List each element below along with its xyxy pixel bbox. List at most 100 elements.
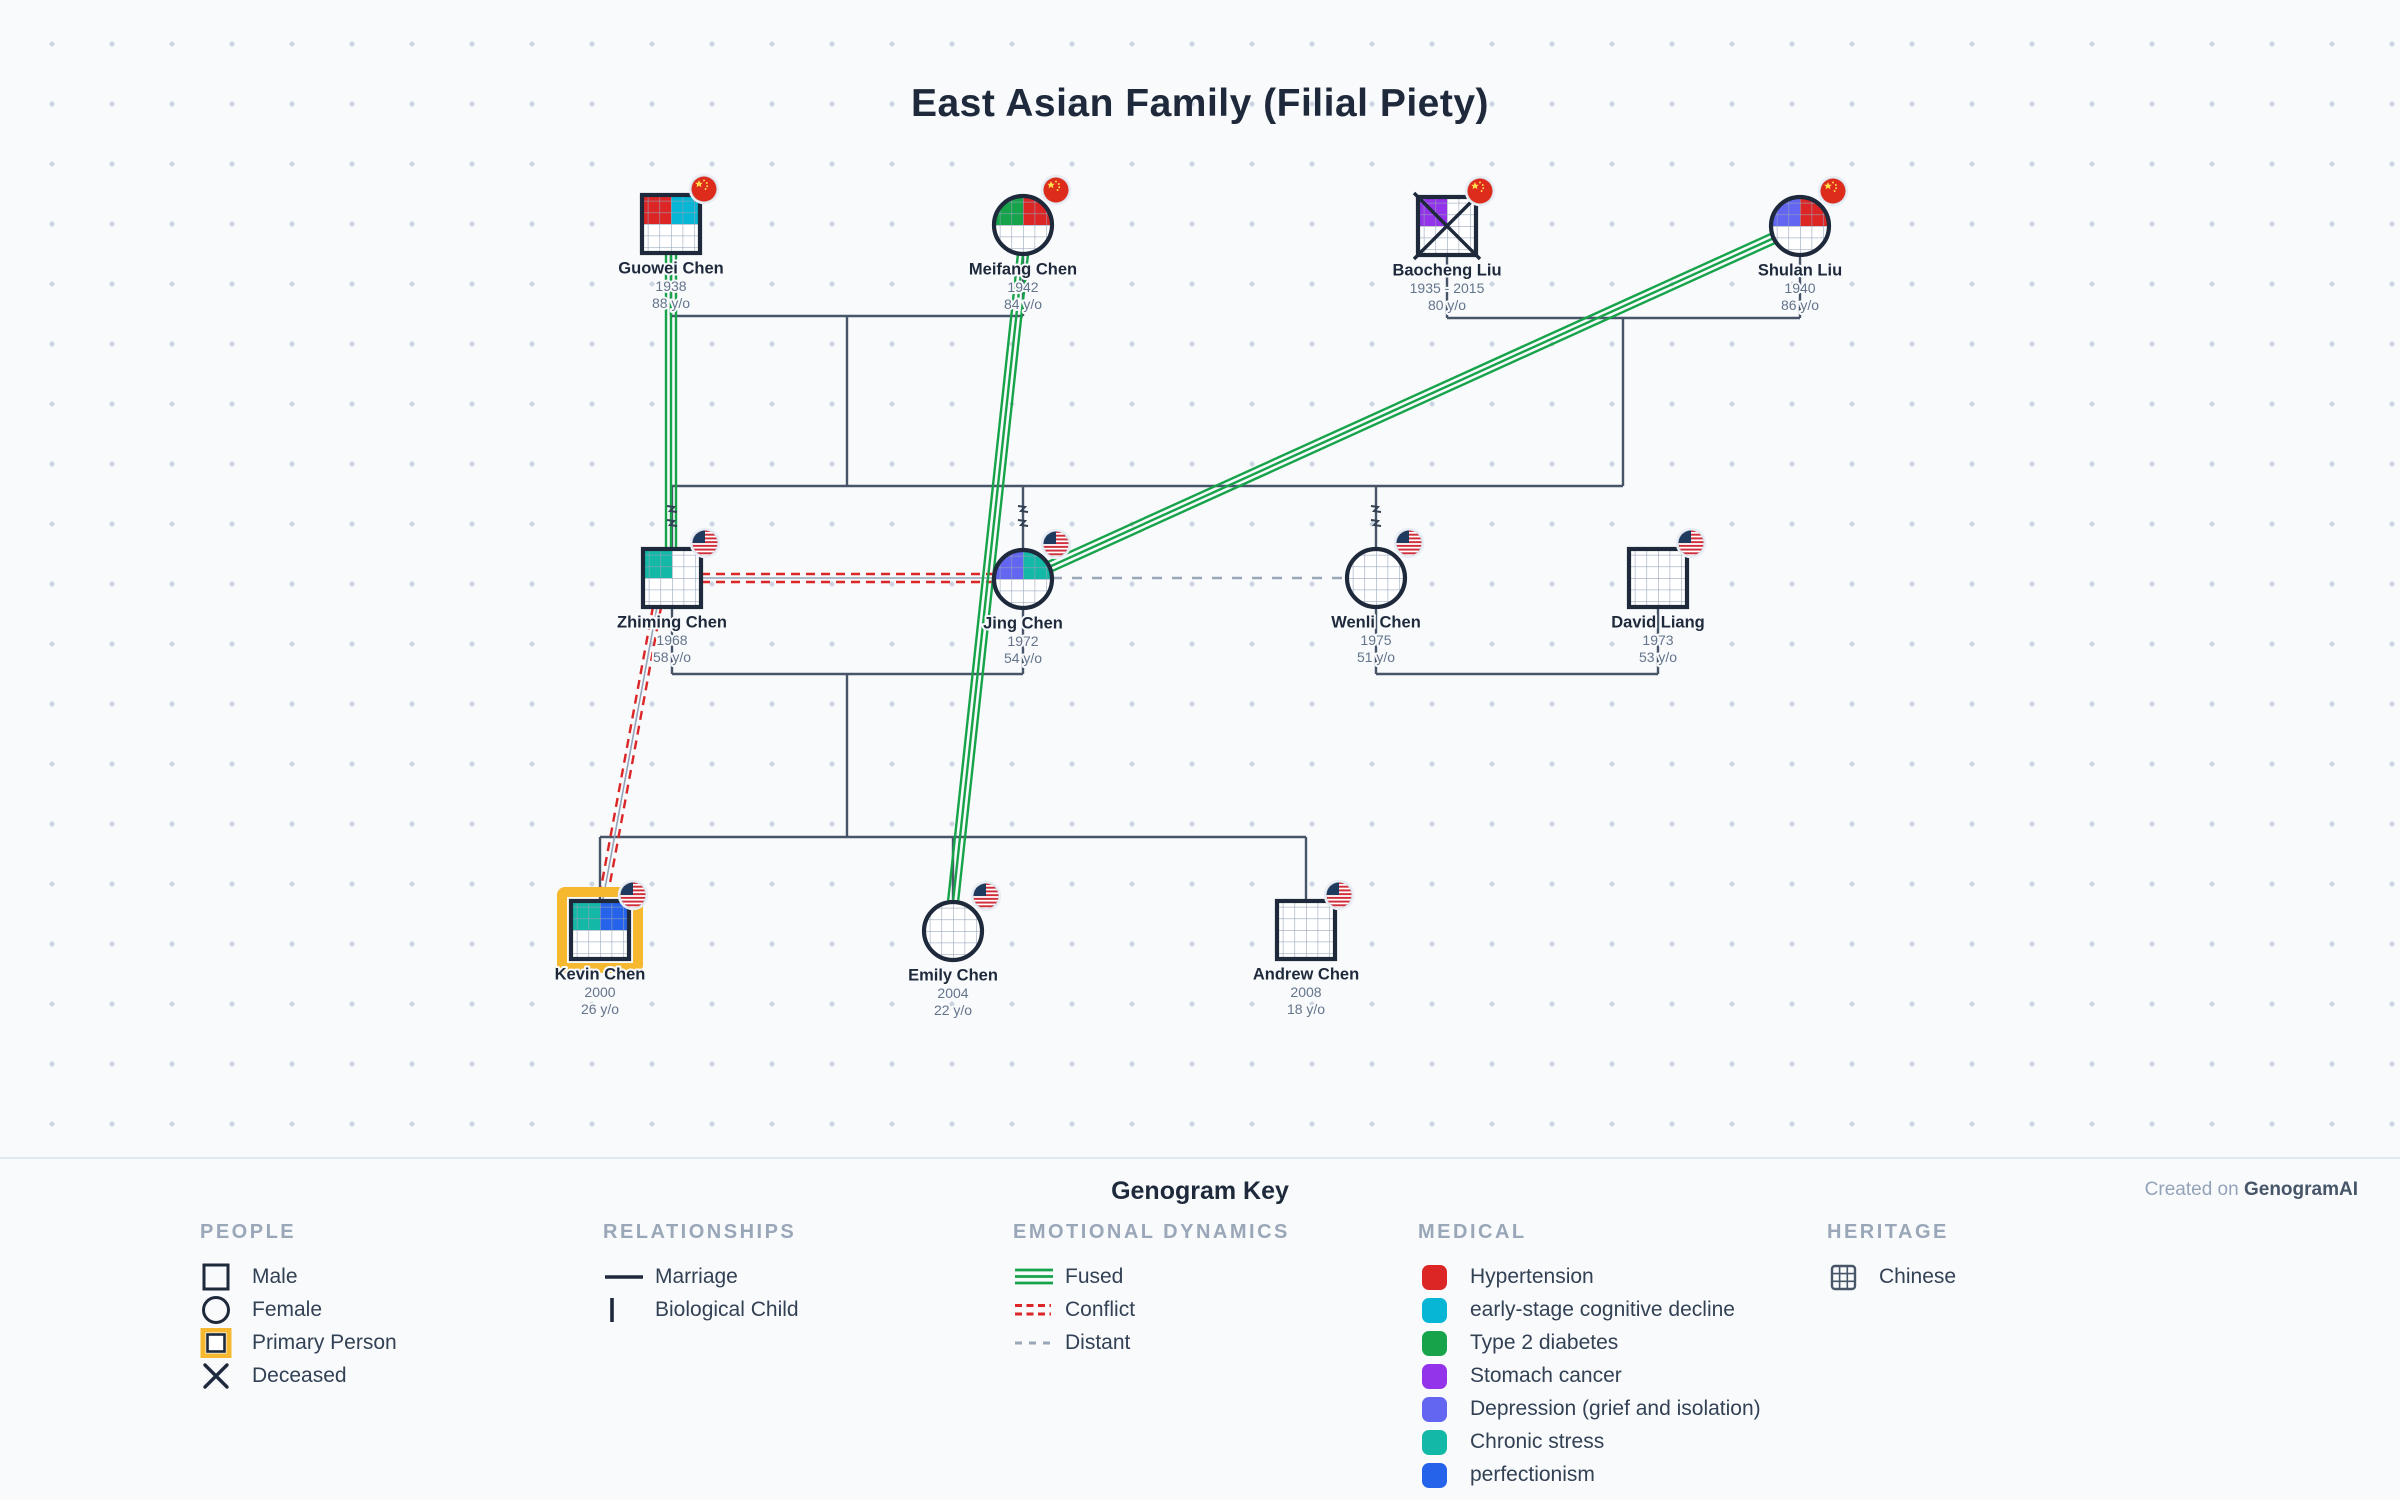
person-age: 51 y/o	[1357, 649, 1395, 665]
child-line-break-mark	[1370, 505, 1382, 527]
key-item: Type 2 diabetes	[1418, 1326, 1761, 1359]
key-item-label: Depression (grief and isolation)	[1470, 1396, 1761, 1420]
child-line-break-mark	[1017, 505, 1029, 527]
key-item: Deceased	[200, 1359, 397, 1392]
person-birth-years: 1975	[1360, 632, 1391, 648]
square-icon	[202, 1263, 230, 1290]
key-item-label: Chronic stress	[1470, 1429, 1605, 1453]
key-item: Depression (grief and isolation)	[1418, 1392, 1761, 1425]
male-square-symbol	[1415, 194, 1479, 258]
key-item-label: Fused	[1065, 1264, 1124, 1288]
conflict-icon	[1015, 1303, 1051, 1315]
person-birth-years: 2008	[1290, 984, 1321, 1000]
person-birth-years: 1968	[656, 632, 687, 648]
male-square-symbol	[568, 898, 632, 962]
grid-icon	[1830, 1264, 1857, 1290]
person-age: 88 y/o	[652, 295, 690, 311]
fused-icon	[1015, 1268, 1053, 1284]
person-name: Meifang Chen	[969, 261, 1077, 279]
heritage-flag-badge-us	[1393, 527, 1425, 559]
key-section-header: PEOPLE	[200, 1221, 297, 1243]
key-item: Primary Person	[200, 1326, 397, 1359]
person-birth-years: 2000	[584, 984, 615, 1000]
person-name: Shulan Liu	[1758, 262, 1842, 280]
brand-name: GenogramAI	[2243, 1179, 2358, 1200]
person-name: Wenli Chen	[1331, 614, 1421, 632]
person-name: Kevin Chen	[555, 966, 646, 984]
key-item: perfectionism	[1418, 1458, 1761, 1491]
primary-person-ring	[557, 887, 643, 973]
created-prefix: Created on	[2144, 1179, 2239, 1200]
heritage-flag-badge-us	[970, 880, 1002, 912]
person-age: 80 y/o	[1428, 297, 1466, 313]
key-item-label: Chinese	[1879, 1264, 1957, 1288]
key-title: Genogram Key	[1111, 1177, 1289, 1205]
child-line-break-mark	[666, 505, 678, 527]
key-item: Marriage	[603, 1260, 799, 1293]
heritage-flag-badge-cn	[1464, 175, 1496, 207]
heritage-flag-badge-us	[689, 527, 721, 559]
person-name: Emily Chen	[908, 967, 998, 985]
person-birth-years: 1973	[1642, 632, 1673, 648]
key-item-label: Male	[252, 1264, 298, 1288]
relationship-lines	[597, 232, 1802, 903]
male-square-symbol	[639, 192, 703, 256]
heritage-flag-badge-cn	[1817, 175, 1849, 207]
created-on-note: Created on GenogramAI	[2145, 1179, 2358, 1201]
person-age: 54 y/o	[1004, 650, 1042, 666]
key-item: Biological Child	[603, 1293, 799, 1326]
heritage-flag-badge-us	[1040, 528, 1072, 560]
male-square-symbol	[640, 546, 704, 610]
person-age: 18 y/o	[1287, 1001, 1325, 1017]
swatch-hypertension-icon	[1422, 1264, 1447, 1290]
female-circle-symbol	[921, 899, 985, 963]
heritage-flag-badge-cn	[688, 173, 720, 205]
key-section-header: EMOTIONAL DYNAMICS	[1013, 1221, 1290, 1243]
heritage-flag-badge-us	[617, 879, 649, 911]
female-circle-symbol	[1344, 546, 1408, 610]
person-birth-years: 1935 - 2015	[1410, 280, 1485, 296]
person-name: Guowei Chen	[618, 260, 723, 278]
person-name: David Liang	[1611, 614, 1705, 632]
primary-icon	[200, 1327, 232, 1358]
person-age: 86 y/o	[1781, 297, 1819, 313]
person-birth-years: 1940	[1784, 280, 1815, 296]
marriage-icon	[605, 1274, 643, 1279]
person-birth-years: 1942	[1007, 279, 1038, 295]
key-item-label: Deceased	[252, 1363, 347, 1387]
swatch-diabetes-icon	[1422, 1330, 1447, 1356]
male-square-symbol	[1626, 546, 1690, 610]
person-age: 26 y/o	[581, 1001, 619, 1017]
deceased-x-mark	[1412, 191, 1482, 261]
key-item: Chinese	[1827, 1260, 1956, 1293]
key-item: Conflict	[1013, 1293, 1290, 1326]
female-circle-symbol	[1768, 194, 1832, 258]
heritage-flag-badge-us	[1323, 879, 1355, 911]
key-item: Chronic stress	[1418, 1425, 1761, 1458]
person-birth-years: 1938	[655, 278, 686, 294]
key-item: Hypertension	[1418, 1260, 1761, 1293]
key-item: Female	[200, 1293, 397, 1326]
female-circle-symbol	[991, 193, 1055, 257]
heritage-flag-badge-cn	[1040, 174, 1072, 206]
key-item-label: Primary Person	[252, 1330, 397, 1354]
conflict-line	[701, 572, 994, 584]
person-age: 53 y/o	[1639, 649, 1677, 665]
key-section-header: RELATIONSHIPS	[603, 1221, 797, 1243]
